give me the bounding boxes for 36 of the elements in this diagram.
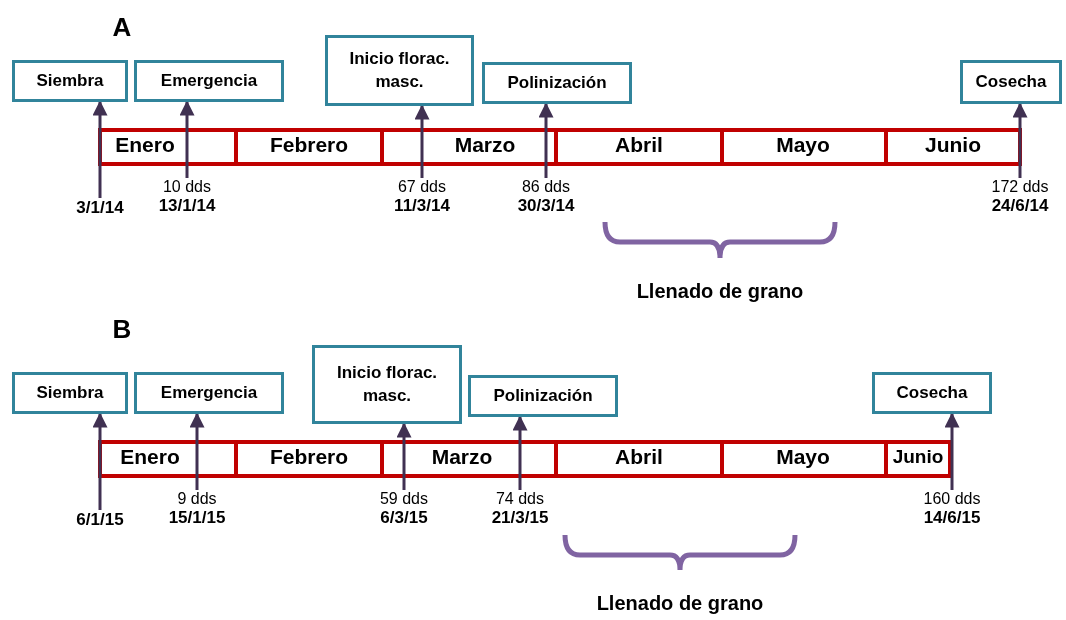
stage-box: Siembra <box>12 372 128 414</box>
arrow <box>538 102 554 178</box>
arrow <box>414 104 430 178</box>
month-label: Febrero <box>269 445 349 469</box>
month-label: Enero <box>120 445 180 469</box>
stage-box: Polinización <box>468 375 618 417</box>
month-label: Junio <box>925 133 981 157</box>
panel-label: A <box>112 12 132 43</box>
arrow <box>189 412 205 490</box>
month-label: Mayo <box>776 445 830 469</box>
arrow <box>512 415 528 490</box>
stage-box: Emergencia <box>134 372 284 414</box>
month-label: Enero <box>115 133 175 157</box>
arrow <box>944 412 960 490</box>
stage-box: Polinización <box>482 62 632 104</box>
bracket-label: Llenado de grano <box>596 592 764 615</box>
arrow <box>92 412 108 510</box>
month-label: Abril <box>615 445 663 469</box>
stage-box: Siembra <box>12 60 128 102</box>
month-label: Abril <box>615 133 663 157</box>
arrow <box>179 100 195 178</box>
month-label: Marzo <box>431 445 493 469</box>
arrow <box>1012 102 1028 178</box>
month-label: Marzo <box>454 133 516 157</box>
stage-box: Inicio florac. masc. <box>312 345 462 424</box>
month-label: Febrero <box>269 133 349 157</box>
month-label: Junio <box>892 446 944 468</box>
arrow <box>396 422 412 490</box>
stage-box: Cosecha <box>872 372 992 414</box>
stage-box: Inicio florac. masc. <box>325 35 474 106</box>
stage-box: Emergencia <box>134 60 284 102</box>
panel-label: B <box>112 314 132 345</box>
arrow <box>92 100 108 198</box>
bracket-label: Llenado de grano <box>636 280 804 303</box>
stage-box: Cosecha <box>960 60 1062 104</box>
month-label: Mayo <box>776 133 830 157</box>
